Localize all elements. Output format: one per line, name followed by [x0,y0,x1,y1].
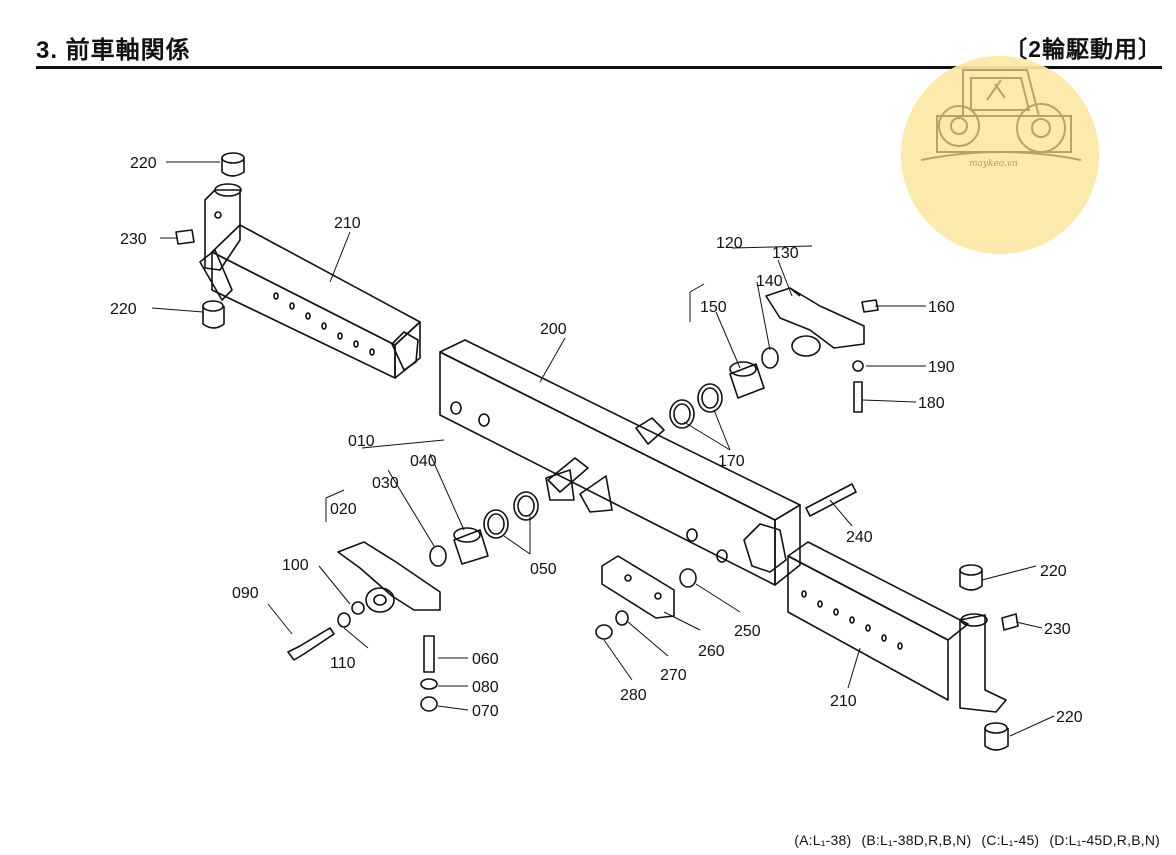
part-number-label: 010 [348,433,375,450]
left-support-bracket [337,541,441,613]
part-number-label: 020 [330,501,357,518]
bushing-top-left [221,152,245,177]
plate-260 [601,555,675,619]
part-number-label: 100 [282,557,309,574]
part-number-label: 220 [1040,563,1067,580]
part-number-label: 280 [620,687,647,704]
left-washer-030 [429,545,447,567]
part-number-label: 210 [334,215,361,232]
part-number-label: 250 [734,623,761,640]
right-sleeve-150 [729,361,765,399]
right-bolt-180 [853,381,863,413]
watermark-text: maykeo.vn [969,159,1018,169]
part-number-label: 190 [928,359,955,376]
part-number-label: 230 [120,231,147,248]
part-number-label: 180 [918,395,945,412]
bushing-bottom-right [984,722,1009,751]
part-number-label: 110 [330,655,356,672]
part-number-label: 030 [372,475,399,492]
right-support-bracket [765,287,865,357]
right-washer-140 [761,347,779,369]
part-number-label: 160 [928,299,955,316]
left-axle-extension [199,183,421,379]
title-rule [36,66,1162,69]
page-title: 3. 前車軸関係 [36,37,191,64]
part-number-label: 210 [830,693,857,710]
left-seals-050 [483,491,539,539]
part-number-label: 230 [1044,621,1071,638]
part-number-label: 070 [472,703,499,720]
through-bolt-240 [805,483,857,517]
part-number-label: 140 [756,273,783,290]
part-number-label: 130 [772,245,799,262]
collar-250 [679,568,697,588]
washer-270 [615,610,629,626]
bushing-top-right [959,564,983,591]
tractor-icon [920,69,1082,161]
part-number-label: 220 [130,155,157,172]
right-axle-extension [787,541,1007,713]
left-nut-070 [420,696,438,712]
footnote-item: (A:L₁-38) [794,832,852,848]
part-number-label: 040 [410,453,437,470]
part-number-label: 150 [700,299,727,316]
right-nut-190 [852,360,864,372]
grease-nipple-left [175,229,195,245]
bushing-bottom-left [202,300,225,329]
part-labels: 220 230 210 220 200 120 130 140 150 160 190 180 170 0… [110,155,1083,726]
model-footnote: (A:L₁-38) (B:L₁-38D,R,B,N) (C:L₁-45) (D:… [788,832,1160,848]
grease-nipple-right [1001,613,1019,631]
main-axle-beam [439,339,801,586]
left-washer-110 [337,612,351,628]
right-setscrew-160 [861,299,879,313]
watermark-logo [901,56,1099,254]
part-number-label: 270 [660,667,687,684]
left-sleeve-040 [453,527,489,565]
page-subtitle: 〔2輪駆動用〕 [1004,36,1162,62]
part-number-label: 120 [716,235,743,252]
leader-lines [151,161,1055,737]
right-seals-170 [669,383,723,429]
footnote-item: (B:L₁-38D,R,B,N) [861,832,972,848]
part-number-label: 050 [530,561,557,578]
part-number-label: 170 [718,453,745,470]
part-number-label: 080 [472,679,499,696]
part-number-label: 260 [698,643,725,660]
left-bolt-090 [287,627,335,661]
footnote-item: (C:L₁-45) [981,832,1040,848]
left-stud-060 [423,635,435,673]
part-number-label: 220 [110,301,137,318]
part-number-label: 090 [232,585,259,602]
part-number-label: 220 [1056,709,1083,726]
nut-280 [595,624,613,640]
part-number-label: 200 [540,321,567,338]
footnote-item: (D:L₁-45D,R,B,N) [1049,832,1160,848]
part-number-label: 240 [846,529,873,546]
left-nut-100 [351,601,365,615]
left-washer-080 [420,678,438,690]
part-number-label: 060 [472,651,499,668]
